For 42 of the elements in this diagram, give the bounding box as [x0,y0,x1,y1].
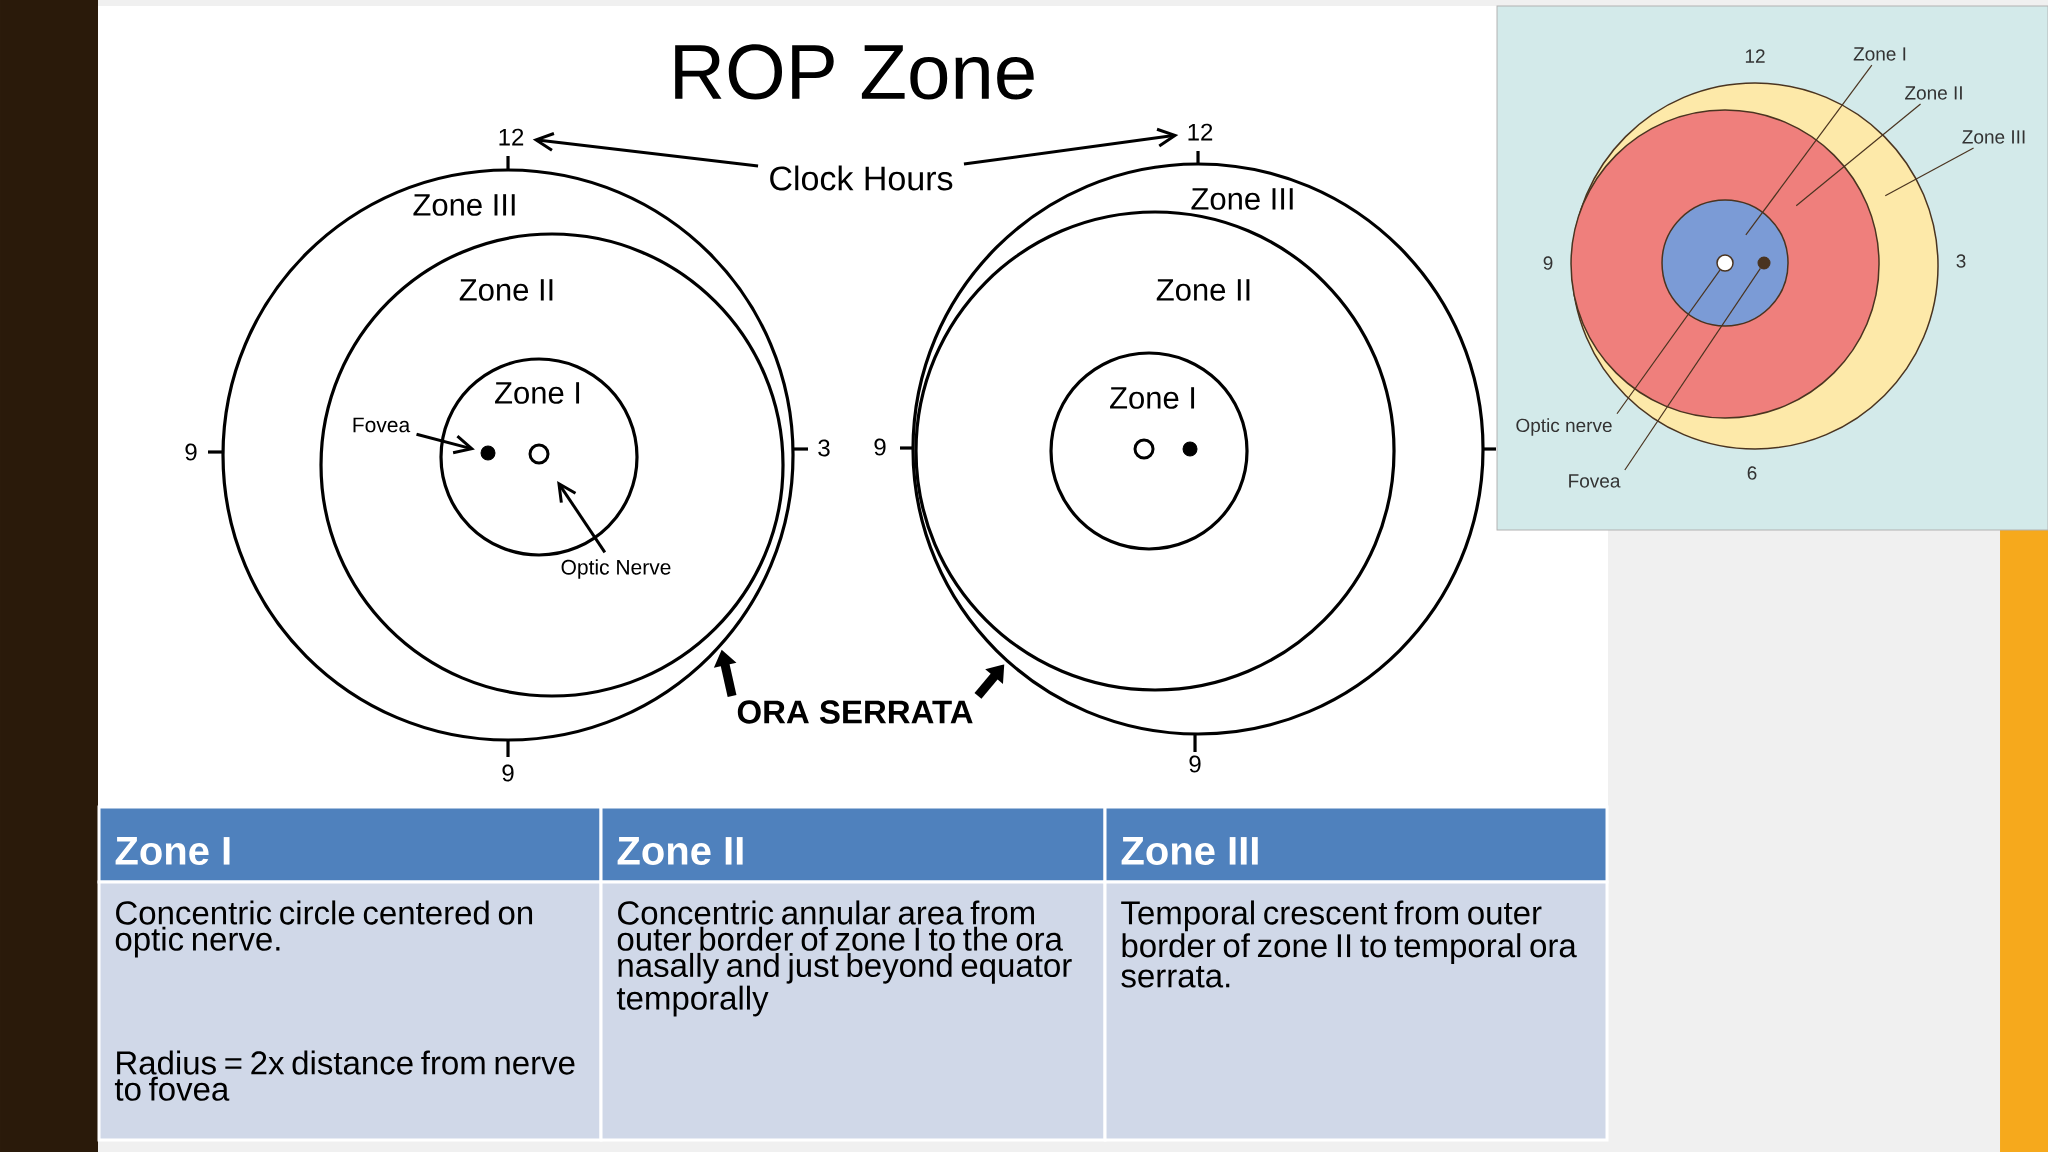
table-cell: Concentric annular area from outer border of zone I to the ora nasally and just beyond equator temporally [599,880,1107,1142]
clock-number: 12 [1188,123,1213,141]
clock-number: 9 [185,443,197,461]
leader-line [1624,267,1761,471]
clock-number: 12 [499,128,524,146]
optic-disc [528,443,550,465]
clock-number: 12 [1745,49,1765,63]
clock-number: 3 [818,439,830,457]
label: Concentric circle centered on optic nerve. [115,900,533,958]
leader-line [1616,269,1721,415]
leader-label: Fovea [1569,474,1621,488]
callout-label: ORA SERRATA [737,700,973,724]
clock-number: 9 [1543,256,1553,270]
optic-disc [1133,438,1155,460]
leader-line [1745,64,1873,236]
leader-label: Zone III [1962,130,2025,144]
table-cell: Concentric circle centered on optic nerve. Radius = 2x distance from nerve to fovea [97,880,603,1142]
clock-number: 3 [1956,254,1966,268]
optic-disc [1716,254,1734,272]
clock-number: 6 [1747,466,1757,480]
leader-line [1795,103,1922,207]
title: ROP Zone [675,44,1034,100]
fovea-dot [480,445,496,461]
arrow [963,127,1179,166]
arrow [532,132,759,168]
table-cell: Temporal crescent from outer border of zone II to temporal ora serrata. [1103,880,1609,1142]
fovea-dot [1182,441,1198,457]
callout-label: Fovea [353,417,411,433]
label: Radius = 2x distance from nerve to fovea [114,1050,575,1101]
table-header-cell: Zone III [1103,805,1609,884]
leader-label: Optic nerve [1516,418,1612,436]
table-header-cell: Zone I [97,805,603,884]
table-header-cell: Zone II [599,805,1107,884]
clock-number: 9 [502,764,514,782]
leader-line [1884,147,1975,197]
callout-label: Clock Hours [770,165,953,191]
clock-number: 9 [1189,755,1201,773]
callout-label: Optic Nerve [561,559,671,579]
zone-disc [1661,199,1789,327]
leader-label: Zone I [1853,47,1906,61]
clock-number: 9 [874,438,886,456]
leader-label: Zone II [1905,86,1962,100]
